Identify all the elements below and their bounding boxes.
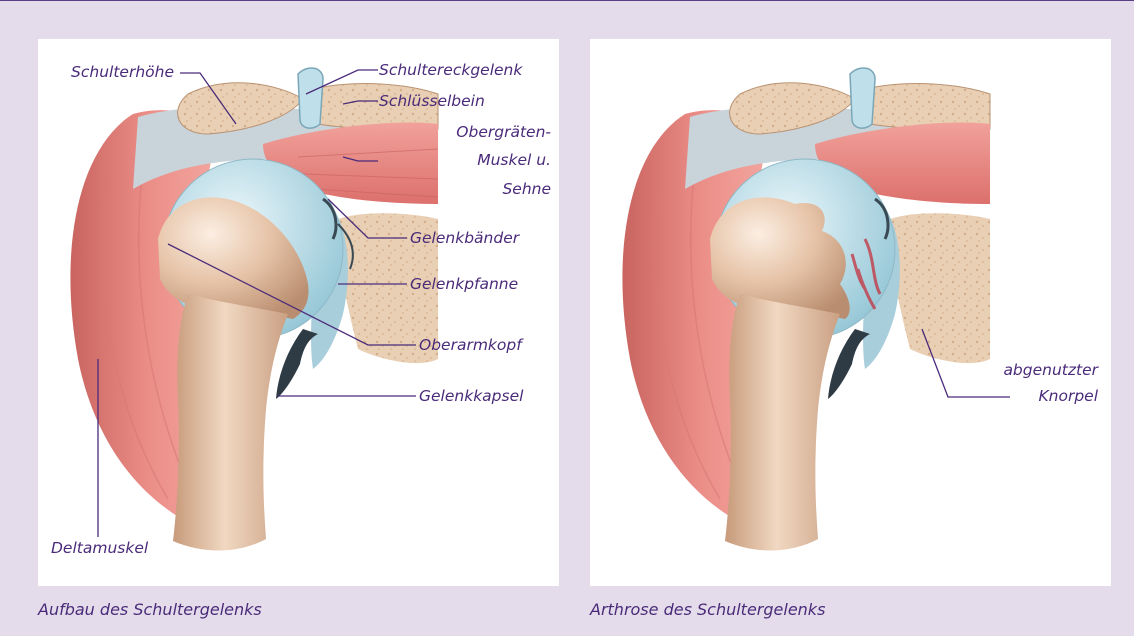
label-oberarmkopf: Oberarmkopf [419, 336, 522, 354]
shoulder-anatomy [70, 68, 438, 551]
shoulder-anatomy-arthrosis [622, 68, 990, 551]
label-gelenkkapsel: Gelenkkapsel [419, 387, 523, 405]
label-obergraeten-3: Sehne [502, 180, 551, 198]
caption-right: Arthrose des Schultergelenks [590, 600, 825, 619]
caption-left: Aufbau des Schultergelenks [38, 600, 262, 619]
label-obergraeten-2: Muskel u. [477, 151, 551, 169]
normal-shoulder-illustration [38, 39, 559, 586]
label-schluesselbein: Schlüsselbein [379, 92, 485, 110]
label-schultereckgelenk: Schultereckgelenk [379, 61, 522, 79]
label-schulterhoehe: Schulterhöhe [71, 63, 174, 81]
ac-joint [298, 68, 323, 128]
panel-normal-shoulder: Schulterhöhe Schultereckgelenk Schlüssel… [38, 39, 559, 586]
label-obergraeten-1: Obergräten- [456, 123, 551, 141]
label-knorpel-2: Knorpel [1038, 387, 1098, 405]
label-gelenkpfanne: Gelenkpfanne [410, 275, 518, 293]
label-knorpel-1: abgenutzter [1003, 361, 1098, 379]
panel-arthrosis-shoulder: abgenutzter Knorpel [590, 39, 1111, 586]
label-gelenkbaender: Gelenkbänder [410, 229, 519, 247]
arthrosis-shoulder-illustration [590, 39, 1111, 586]
humerus-shaft [173, 294, 288, 551]
label-deltamuskel: Deltamuskel [51, 539, 148, 557]
